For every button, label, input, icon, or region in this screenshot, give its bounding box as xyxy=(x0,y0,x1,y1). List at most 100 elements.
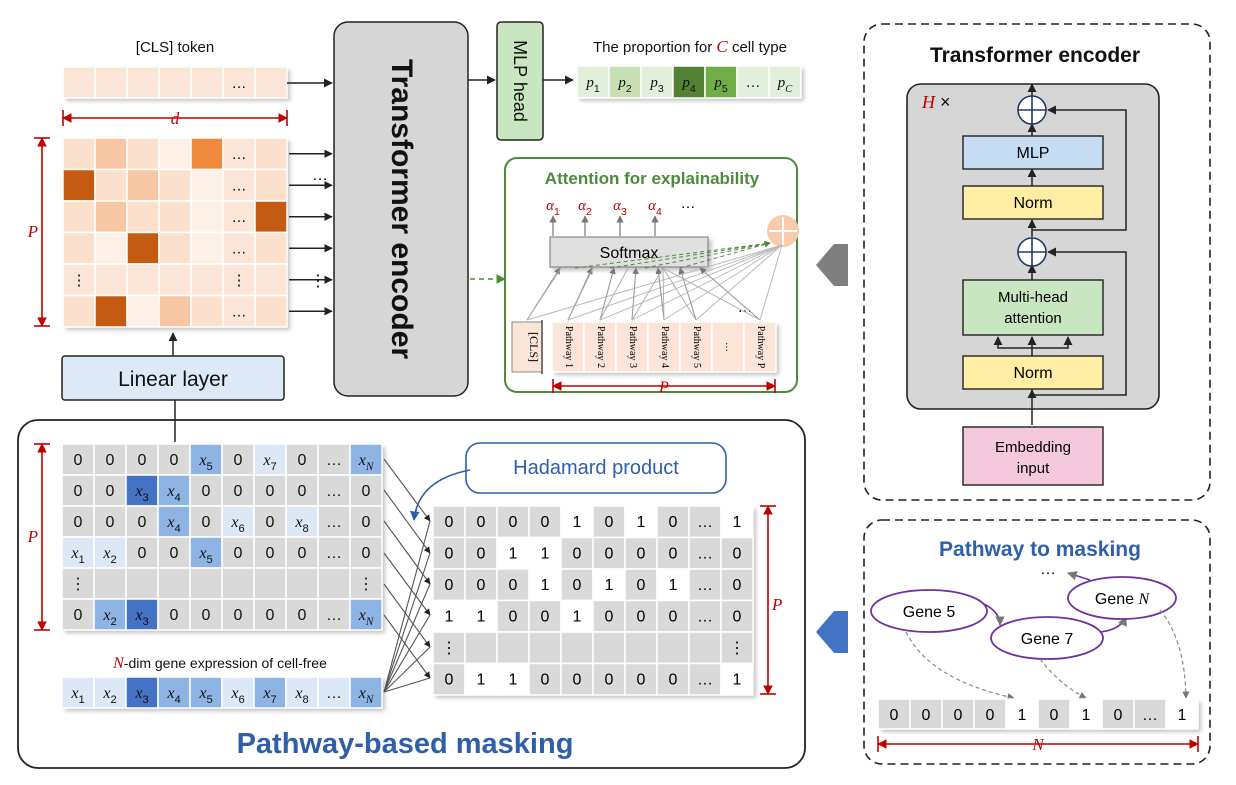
attn-line xyxy=(662,267,761,321)
token-cell xyxy=(190,137,224,171)
mask-cell xyxy=(464,599,498,633)
token-matrix-height-symbol: P xyxy=(27,222,38,241)
token-cell xyxy=(126,263,160,297)
mask-cell-text: 0 xyxy=(669,609,678,626)
gene-cell-text: x4 xyxy=(166,514,180,535)
mask-cell xyxy=(464,631,498,665)
proportion-cell xyxy=(640,65,674,99)
gene-node-label: Gene N xyxy=(1095,591,1151,608)
gene-node xyxy=(990,616,1104,660)
gene-cell xyxy=(61,474,95,507)
mask-cell xyxy=(528,505,562,539)
gene-cell-text: xN xyxy=(358,607,374,628)
mask-cell xyxy=(656,599,690,633)
gene-cell-text: 0 xyxy=(170,607,179,624)
residual-add-top xyxy=(1017,95,1047,125)
mask-cell-text: … xyxy=(697,514,713,531)
gene-cell-text: 0 xyxy=(138,545,147,562)
gene-node-label: Gene 7 xyxy=(1021,631,1074,648)
cls-token-label: [CLS] token xyxy=(136,39,214,56)
mask-cell-text: … xyxy=(697,609,713,626)
softmax-box xyxy=(549,236,709,268)
mask-cell-text: 1 xyxy=(541,577,550,594)
cls-cell-text: … xyxy=(232,75,247,92)
mask-cell xyxy=(432,505,466,539)
token-cell xyxy=(190,294,224,328)
mask-cell xyxy=(496,631,530,665)
gene-cell xyxy=(93,505,127,538)
attn-line xyxy=(599,267,616,321)
token-cell xyxy=(126,200,160,234)
embedding-line1: Embedding xyxy=(995,439,1071,456)
gene-cell xyxy=(253,505,287,538)
mask-cell-text: 0 xyxy=(573,546,582,563)
proportion-cell-text: p3 xyxy=(649,75,664,95)
gene-cell xyxy=(349,598,383,631)
token-cell xyxy=(126,137,160,171)
mask-cell-text: 0 xyxy=(445,577,454,594)
token-cell xyxy=(158,168,192,202)
gene-cell xyxy=(189,567,223,600)
pathway-vector-cell xyxy=(1005,698,1039,730)
gene-cell xyxy=(157,536,191,569)
token-cell xyxy=(94,200,128,234)
gene-cell xyxy=(221,536,255,569)
gene-cell xyxy=(349,536,383,569)
mask-cell-text: 1 xyxy=(509,546,518,563)
gene-cell-text: x7 xyxy=(262,452,276,473)
cls-cell xyxy=(126,66,160,99)
pathway-vector-width-bracket: N xyxy=(877,735,1199,754)
token-cell xyxy=(62,294,96,328)
mask-cell-text: 1 xyxy=(477,609,486,626)
gene-cell-text: 0 xyxy=(106,483,115,500)
pathway-vector-cell-text: … xyxy=(1142,707,1158,724)
token-cell xyxy=(254,294,288,328)
expression-cell-text: x6 xyxy=(230,685,244,706)
mask-cell-text: 0 xyxy=(669,546,678,563)
mask-cell xyxy=(720,662,754,696)
mask-cell-text: 1 xyxy=(637,514,646,531)
gene-edge xyxy=(1067,571,1091,581)
mask-cell-text: … xyxy=(697,546,713,563)
pathway-cell-label: … xyxy=(723,342,734,352)
alpha-label: α3 xyxy=(613,198,627,218)
token-side-ellipsis: … xyxy=(312,167,328,184)
gene-cell-text: … xyxy=(326,483,342,500)
token-cell-text: … xyxy=(232,146,247,163)
gene-cell-text: 0 xyxy=(106,452,115,469)
encoder-attention-line1: Multi-head xyxy=(998,289,1068,306)
mask-cell-text: 0 xyxy=(541,672,550,689)
gene-cell-text: 0 xyxy=(362,514,371,531)
gene-cell-text: 0 xyxy=(362,483,371,500)
encoder-norm-bottom-label: Norm xyxy=(1013,365,1052,382)
mask-cell-text: 1 xyxy=(573,609,582,626)
pathway-cell-label: Pathway 1 xyxy=(563,326,574,368)
mask-cell xyxy=(624,568,658,602)
mask-cell-text: 0 xyxy=(605,546,614,563)
mask-cell-text: 0 xyxy=(573,672,582,689)
attn-to-sum-line xyxy=(759,244,783,321)
token-cell xyxy=(254,263,288,297)
gene-cell-text: … xyxy=(326,607,342,624)
proportion-title-suffix: cell type xyxy=(732,39,787,56)
matrix-to-mask-line xyxy=(383,614,431,679)
gene-cell xyxy=(221,567,255,600)
encoder-norm-top: Norm xyxy=(962,185,1104,220)
token-cell xyxy=(158,137,192,171)
gene-cell-text: x6 xyxy=(230,514,244,535)
mask-cell xyxy=(656,536,690,570)
gene-cell-text: 0 xyxy=(298,483,307,500)
gene-cell-text: 0 xyxy=(138,452,147,469)
gene-cell-text: 0 xyxy=(266,483,275,500)
mask-cell xyxy=(656,662,690,696)
mask-cell-text: 0 xyxy=(605,672,614,689)
proportion-title-text: The proportion for xyxy=(593,39,712,56)
expression-cell xyxy=(61,676,95,709)
pathway-vector-cell xyxy=(1069,698,1103,730)
expression-cell xyxy=(317,676,351,709)
gene-cell xyxy=(189,536,223,569)
token-cell xyxy=(94,263,128,297)
expression-cell-text: xN xyxy=(358,685,374,706)
mask-cell xyxy=(560,505,594,539)
